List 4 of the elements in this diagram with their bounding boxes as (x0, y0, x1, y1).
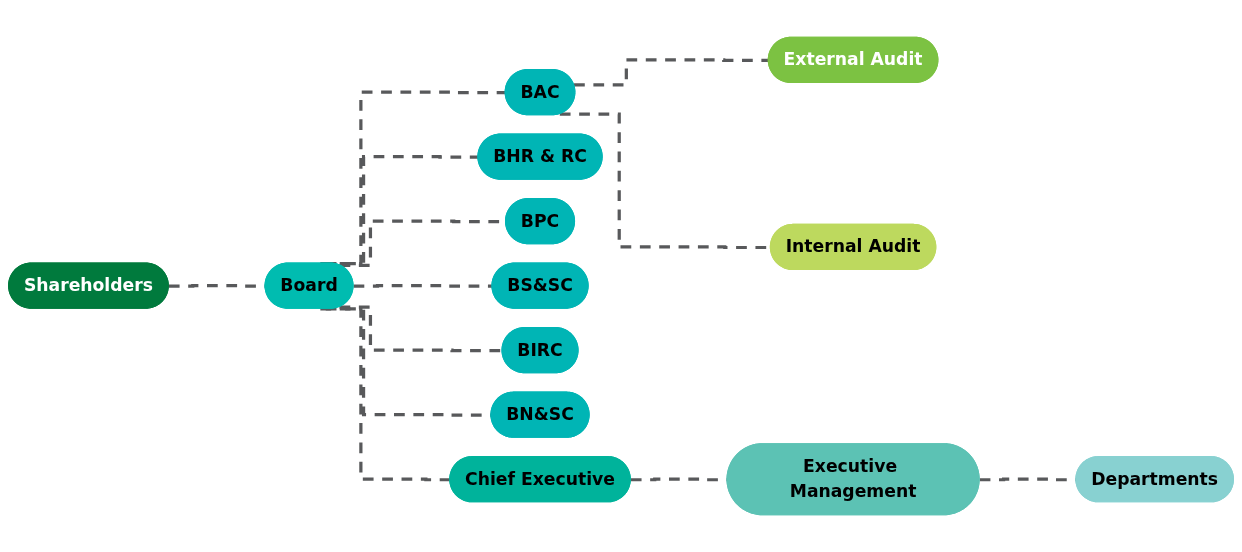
connector (574, 58, 769, 87)
connector (339, 305, 503, 353)
connector (353, 284, 493, 288)
connector (320, 307, 451, 482)
